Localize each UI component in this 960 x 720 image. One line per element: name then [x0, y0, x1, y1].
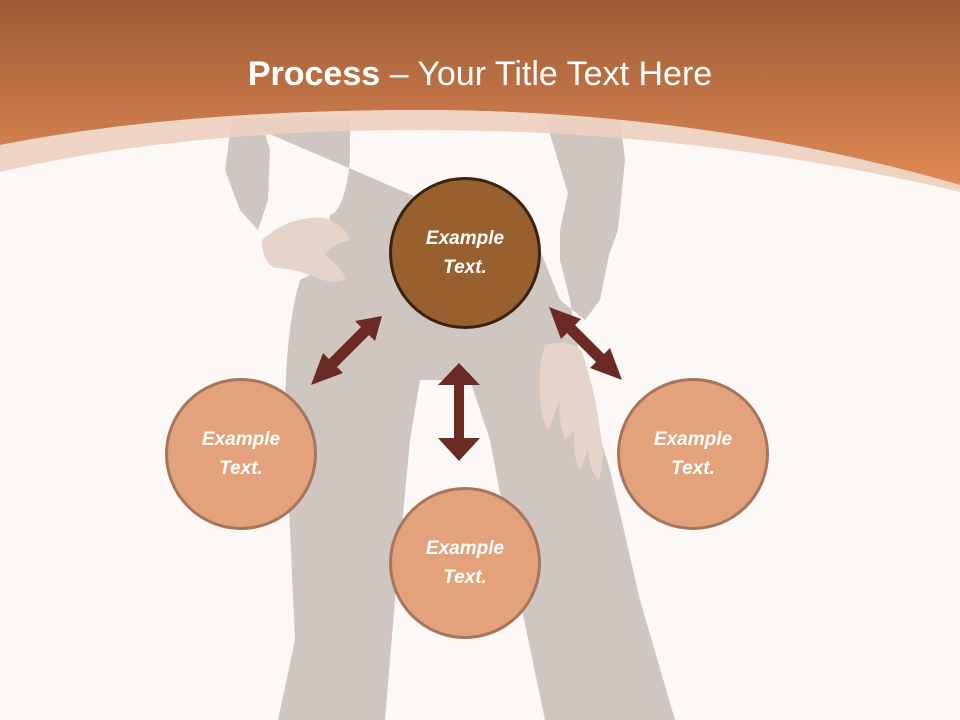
- center-node-line1: Example: [425, 228, 505, 249]
- arrow-vertical: [438, 363, 480, 461]
- header-band: [0, 0, 960, 185]
- title-rest: – Your Title Text Here: [380, 55, 713, 93]
- bottom-node-line2: Text.: [443, 567, 487, 588]
- title-bold: Process: [247, 55, 381, 93]
- bottom-node-line1: Example: [425, 538, 505, 559]
- connector-arrows: [311, 307, 622, 461]
- background-hands: [262, 217, 603, 480]
- right-node-line2: Text.: [671, 458, 715, 479]
- slide-title: Process – Your Title Text Here: [0, 52, 960, 96]
- center-node-line2: Text.: [443, 257, 487, 278]
- background-figure: [225, 118, 675, 720]
- left-node-line1: Example: [201, 429, 281, 450]
- arrow-top-left: [311, 316, 382, 385]
- arrow-top-right: [549, 307, 622, 380]
- left-node-line2: Text.: [219, 458, 263, 479]
- right-node-line1: Example: [653, 429, 733, 450]
- header-swoosh: [0, 110, 960, 192]
